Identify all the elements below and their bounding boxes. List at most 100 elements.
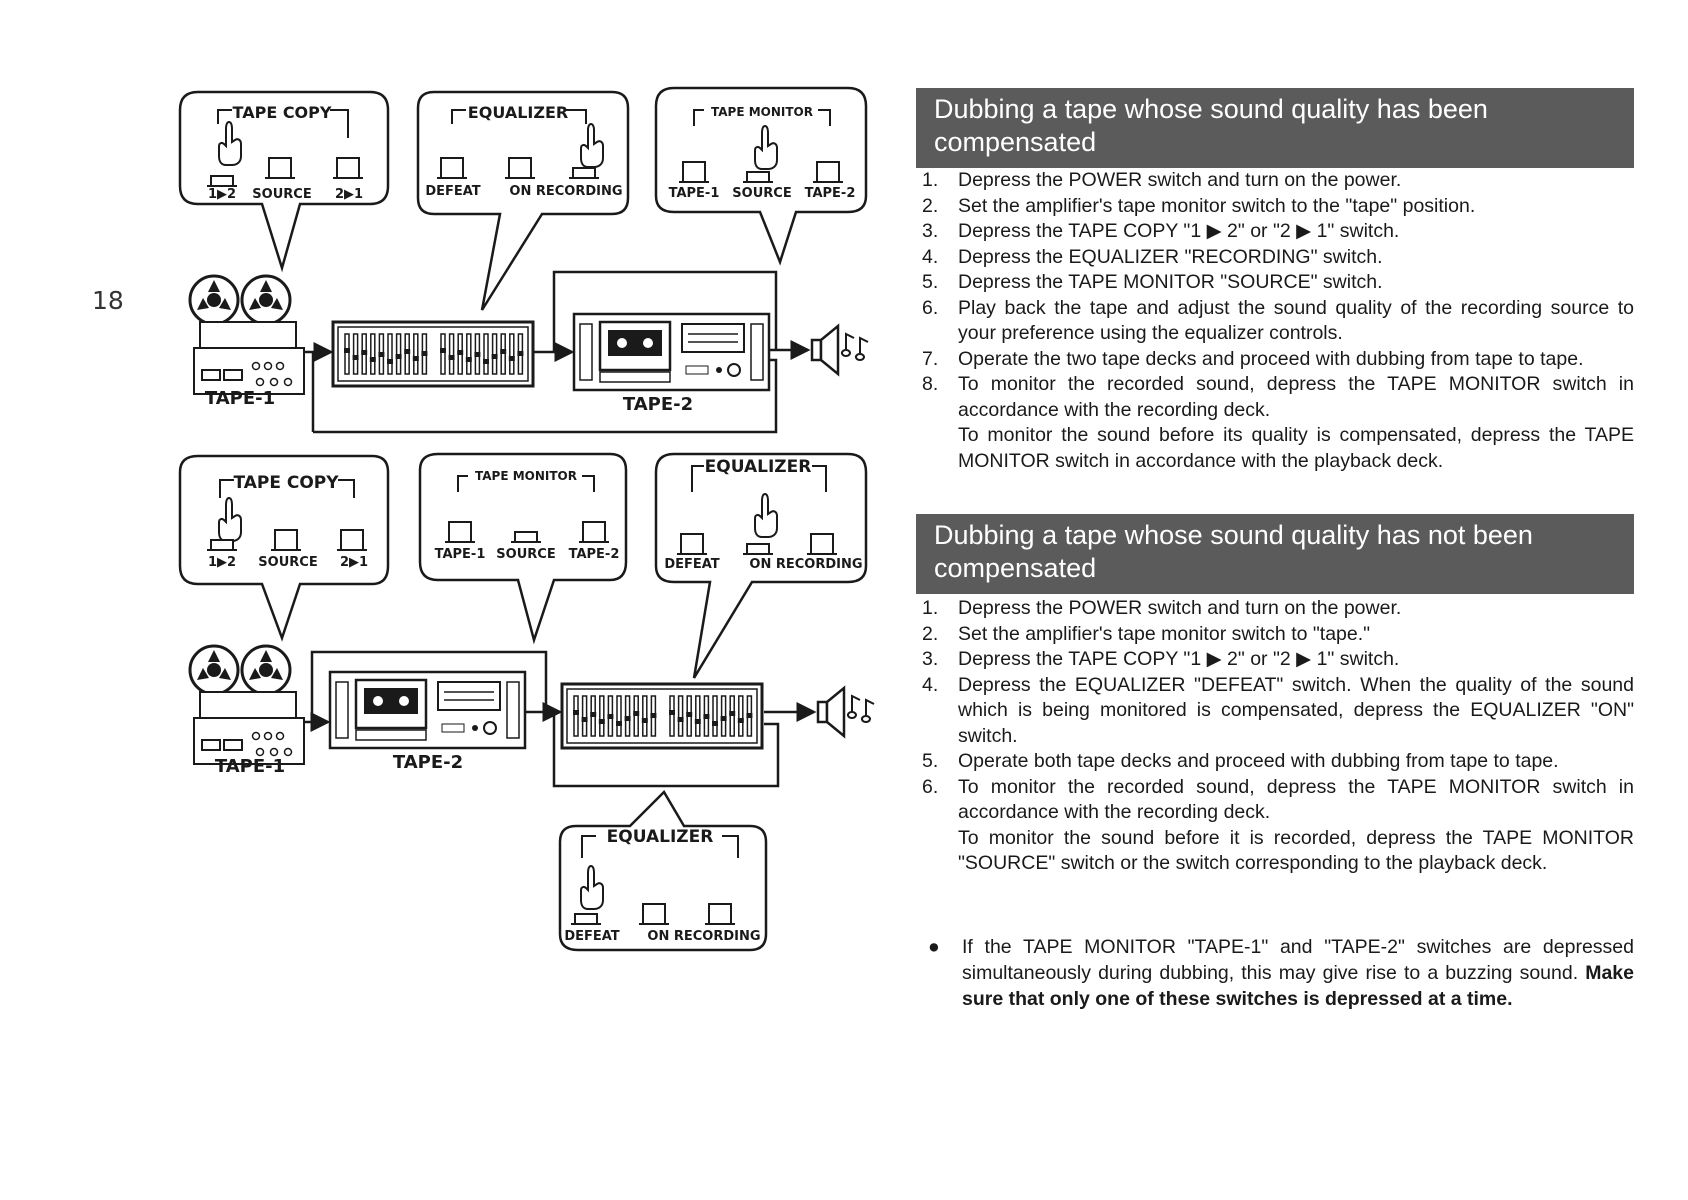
step-number: 7. [922, 347, 939, 370]
eq-slider-knob [440, 348, 446, 353]
eq-slider-knob [387, 359, 393, 364]
button-label: SOURCE [252, 187, 311, 202]
eq-slider [483, 333, 489, 375]
eq-slider-knob [607, 714, 614, 719]
eq-slider [344, 333, 350, 375]
step-number: 3. [922, 648, 939, 670]
eq-slider-knob [746, 713, 753, 718]
button-label: TAPE-2 [569, 547, 620, 562]
section-heading-compensated: Dubbing a tape whose sound quality has b… [916, 88, 1634, 168]
button-label: DEFEAT [664, 557, 719, 572]
eq-slider-knob [669, 710, 675, 715]
bubble-title: TAPE COPY [233, 473, 339, 493]
eq-slider-knob [686, 712, 693, 717]
step-item: 4.Depress the EQUALIZER "DEFEAT" switch.… [918, 673, 1634, 750]
eq-slider [573, 695, 579, 737]
eq-slider-knob [412, 356, 419, 361]
speaker-icon [810, 324, 870, 376]
step-text: Play back the tape and adjust the sound … [958, 296, 1634, 345]
note-paragraph: ● If the TAPE MONITOR "TAPE-1" and "TAPE… [918, 934, 1634, 1012]
signal-lines-bottom [304, 650, 817, 788]
eq-slider-knob [650, 713, 657, 718]
eq-slider [695, 695, 701, 737]
eq-sliders [344, 333, 524, 375]
bullet: ● [928, 936, 940, 958]
eq-slider-knob [378, 352, 385, 357]
eq-slider-knob [448, 355, 455, 360]
note-warning: Make sure that only one of these switche… [962, 962, 1634, 1010]
step-number: 1. [922, 597, 939, 619]
step-item: 5. Depress the TAPE MONITOR "SOURCE" swit… [918, 270, 1634, 296]
eq-slider [599, 695, 605, 737]
bubble-equalizer-top: EQUALIZER DEFEAT ON RECORDING [416, 90, 630, 311]
bubble-tape-monitor-top: TAPE MONITOR TAPE-1 SOURCE TAPE-2 [654, 86, 868, 266]
eq-slider [616, 695, 622, 737]
step-text: Depress the TAPE COPY "1 ▶ 2" or "2 ▶ 1"… [958, 648, 1400, 670]
button-label: 1▶2 [208, 187, 236, 202]
page-number: 18 [92, 286, 124, 315]
eq-slider [440, 333, 446, 375]
eq-slider-knob [369, 357, 376, 362]
step-item: 1.Depress the POWER switch and turn on t… [918, 168, 1634, 194]
cassette-deck-tape-2-top [572, 312, 771, 392]
eq-slider-knob [641, 718, 648, 723]
eq-slider-knob [361, 350, 368, 355]
eq-slider-knob [491, 354, 498, 359]
button-label: SOURCE [258, 555, 317, 570]
button-label: DEFEAT [564, 929, 619, 944]
eq-slider-knob [720, 716, 727, 721]
eq-slider-knob [598, 719, 605, 724]
step-number: 3. [922, 220, 939, 242]
cassette-deck-tape-2-bottom [328, 670, 527, 750]
eq-slider-knob [474, 352, 481, 357]
eq-slider-knob [344, 348, 350, 353]
reel-deck-tape-1-top [190, 276, 304, 394]
step-extra-text: To monitor the sound before its quality … [958, 424, 1634, 472]
eq-slider-knob [352, 355, 359, 360]
step-item: 6.To monitor the recorded sound, depress… [918, 775, 1634, 877]
step-number: 1. [922, 169, 939, 191]
eq-slider-knob [395, 354, 402, 359]
reel-deck-tape-1-bottom [190, 646, 304, 764]
bubble-equalizer-lower: EQUALIZER DEFEAT ON RECORDING [558, 789, 768, 952]
bubble-tape-monitor-bottom: TAPE MONITOR TAPE-1 SOURCE TAPE-2 [418, 452, 628, 645]
bubble-title: TAPE MONITOR [475, 469, 577, 483]
bubble-tape-copy-bottom: TAPE COPY 1▶2 SOURCE 2▶1 [178, 454, 390, 642]
step-number: 5. [922, 271, 939, 293]
eq-slider [352, 333, 359, 375]
step-item: 5.Operate both tape decks and proceed wi… [918, 749, 1634, 775]
button-label: DEFEAT [425, 184, 480, 199]
eq-slider [677, 695, 684, 737]
eq-slider [387, 333, 393, 375]
note-text: If the TAPE MONITOR "TAPE-1" and "TAPE-2… [962, 936, 1634, 984]
device-label: TAPE-1 [215, 756, 285, 777]
eq-slider-knob [624, 716, 631, 721]
button-label: ON RECORDING [509, 184, 622, 199]
eq-slider-knob [694, 719, 701, 724]
step-item: 3. Depress the TAPE COPY "1 ▶ 2" or "2 ▶ … [918, 219, 1634, 245]
dubbing-diagram: TAPE COPY 1▶2 SOURCE 2▶1 EQUALIZER DEFEA… [178, 86, 876, 952]
eq-slider-knob [421, 351, 428, 356]
eq-slider [669, 695, 675, 737]
bubble-title: EQUALIZER [705, 457, 812, 477]
device-label: TAPE-1 [205, 388, 275, 409]
button-label: SOURCE [496, 547, 555, 562]
step-text: Depress the TAPE MONITOR "SOURCE" switch… [958, 271, 1383, 293]
eq-slider [466, 333, 472, 375]
step-text: Set the amplifier's tape monitor switch … [958, 194, 1476, 217]
step-text: To monitor the recorded sound, depress t… [958, 775, 1634, 824]
button-label: ON RECORDING [749, 557, 862, 572]
eq-slider [738, 695, 744, 737]
steps-list-compensated: 1.Depress the POWER switch and turn on t… [918, 168, 1634, 474]
bubble-title: TAPE COPY [233, 103, 332, 122]
step-extra-text: To monitor the sound before it is record… [958, 826, 1634, 875]
step-text: Depress the POWER switch and turn on the… [958, 597, 1402, 619]
eq-slider-knob [517, 351, 524, 356]
step-text: Set the amplifier's tape monitor switch … [958, 622, 1371, 645]
step-text: Depress the EQUALIZER "DEFEAT" switch. W… [958, 673, 1634, 747]
eq-slider-knob [729, 711, 736, 716]
eq-slider-knob [633, 711, 640, 716]
bubble-equalizer-bottom: EQUALIZER DEFEAT ON RECORDING [654, 452, 868, 679]
step-text: Depress the TAPE COPY "1 ▶ 2" or "2 ▶ 1"… [958, 220, 1400, 242]
eq-slider [413, 333, 419, 375]
